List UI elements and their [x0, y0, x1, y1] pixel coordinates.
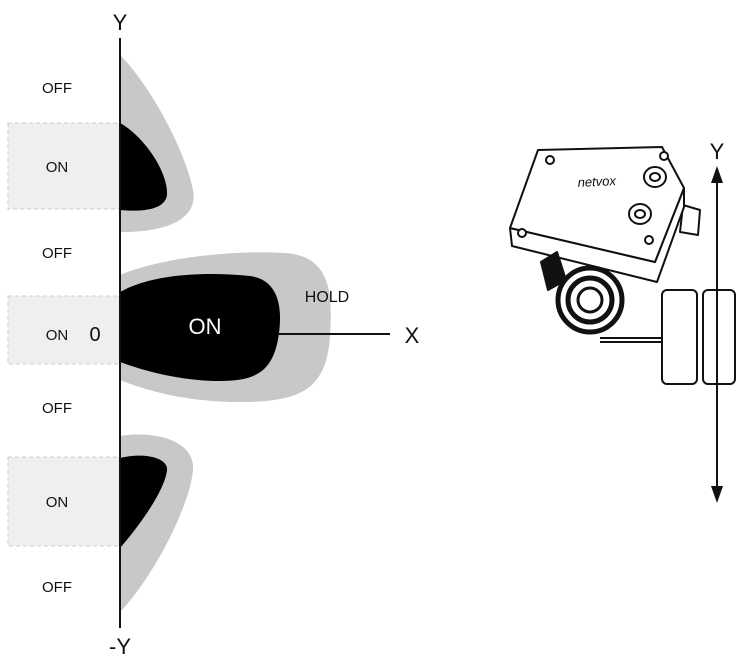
device-motion-axis	[711, 166, 723, 503]
zone-label-off-3: OFF	[42, 400, 72, 417]
zone-label-on-2: ON	[46, 327, 69, 344]
on-lobe-bottom	[120, 455, 168, 548]
zone-labels: OFF ON OFF ON OFF ON OFF	[42, 80, 72, 596]
main-on-lobe-label: ON	[189, 314, 222, 339]
on-zone-bands	[7, 122, 121, 547]
cable-coil-mid	[565, 275, 615, 325]
zone-label-off-4: OFF	[42, 579, 72, 596]
zone-label-off-1: OFF	[42, 80, 72, 97]
zone-label-on-3: ON	[46, 494, 69, 511]
contact-sensor-body	[661, 289, 698, 385]
zone-label-off-2: OFF	[42, 245, 72, 262]
device-button-1-inner	[649, 172, 661, 182]
on-lobes	[120, 123, 281, 548]
x-axis-label: X	[405, 323, 420, 348]
y-axis-bottom-label: -Y	[109, 634, 131, 659]
on-zone-band-top	[7, 122, 121, 210]
device-button-2-inner	[634, 209, 646, 219]
on-zone-band-bottom	[7, 456, 121, 547]
contact-sensor-magnet	[702, 289, 736, 385]
device-box-top	[509, 146, 685, 263]
on-lobe-middle	[120, 273, 281, 381]
left-axes	[119, 38, 390, 628]
device-brand-label: netvox	[577, 173, 617, 190]
hold-lobe-label: HOLD	[305, 289, 349, 306]
zone-label-on-1: ON	[46, 159, 69, 176]
y-axis-top-label: Y	[113, 10, 128, 35]
screw-3	[517, 228, 527, 238]
screw-4	[644, 235, 654, 245]
sensor-device-illustration	[509, 146, 736, 385]
on-zone-band-middle	[7, 295, 121, 365]
cable-coil-inner	[576, 286, 604, 314]
mounting-ear	[679, 204, 701, 236]
origin-label: 0	[89, 324, 100, 346]
on-lobe-top	[120, 123, 168, 211]
screw-2	[659, 151, 669, 161]
device-motion-arrow-down	[711, 486, 723, 503]
device-motion-arrow-up	[711, 166, 723, 183]
screw-1	[545, 155, 555, 165]
device-axis-label: Y	[710, 139, 725, 164]
